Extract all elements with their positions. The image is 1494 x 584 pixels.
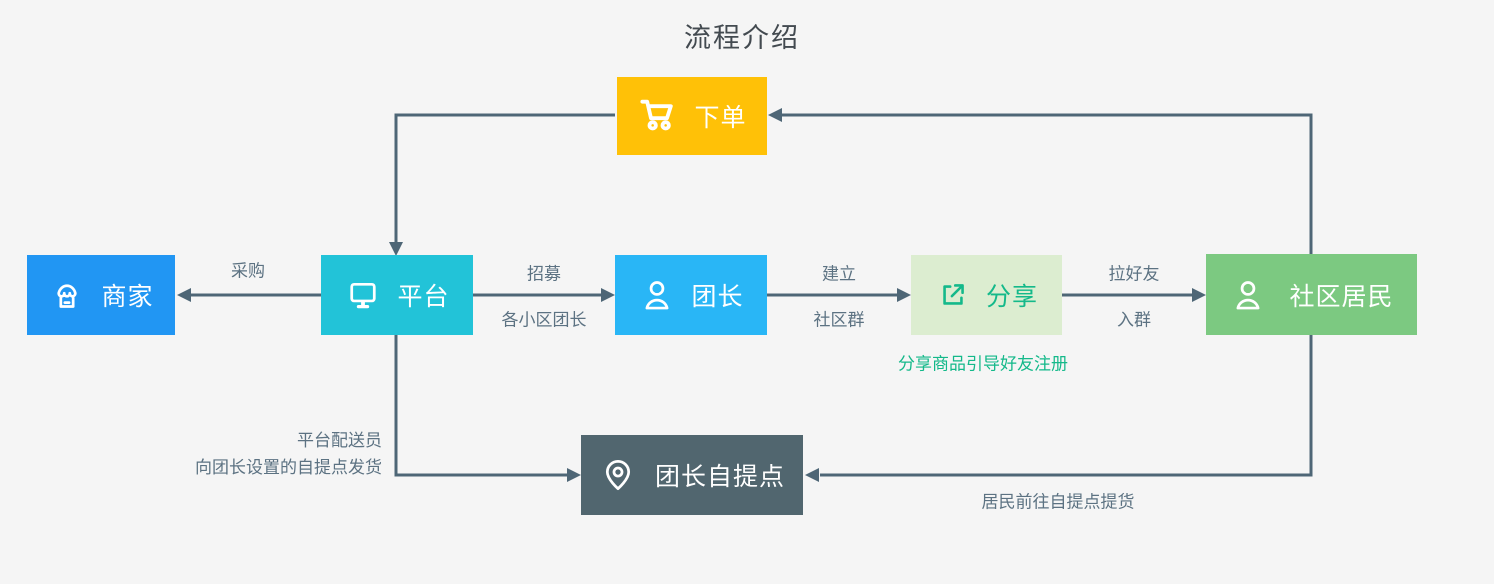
node-pickup: 团长自提点 [581, 435, 803, 515]
node-platform-label: 平台 [397, 283, 450, 311]
delivery-note: 平台配送员 向团长设置的自提点发货 [100, 427, 382, 481]
node-merchant-label: 商家 [101, 283, 154, 311]
share-note: 分享商品引导好友注册 [898, 354, 1068, 374]
edge-label-procure: 采购 [231, 261, 265, 281]
person-icon [638, 276, 676, 314]
person-icon [1229, 276, 1267, 314]
node-leader-label: 团长 [691, 283, 744, 311]
edge-label-recruit: 招募 [527, 264, 561, 284]
edge-label-establish-detail: 社区群 [813, 310, 865, 330]
node-merchant: 商家 [27, 255, 175, 335]
monitor-icon [344, 276, 382, 314]
node-residents: 社区居民 [1206, 254, 1417, 335]
node-platform: 平台 [321, 255, 473, 335]
node-leader: 团长 [615, 255, 767, 335]
delivery-note-line2: 向团长设置的自提点发货 [195, 458, 382, 477]
location-pin-icon [599, 456, 637, 494]
edge-label-invite: 拉好友 [1108, 264, 1160, 284]
cart-icon [637, 96, 679, 136]
delivery-note-line1: 平台配送员 [297, 431, 382, 450]
share-icon [935, 277, 971, 313]
page-title: 流程介绍 [684, 23, 800, 53]
pickup-note: 居民前往自提点提货 [981, 492, 1135, 512]
node-order: 下单 [617, 77, 767, 155]
edge-label-recruit-detail: 各小区团长 [501, 310, 587, 330]
shop-icon [48, 276, 86, 314]
node-share: 分享 [911, 255, 1062, 335]
node-share-label: 分享 [985, 283, 1038, 311]
edge-label-invite-detail: 入群 [1117, 310, 1151, 330]
node-order-label: 下单 [694, 104, 747, 132]
node-pickup-label: 团长自提点 [654, 463, 785, 491]
node-residents-label: 社区居民 [1289, 282, 1394, 311]
edge-label-establish: 建立 [822, 264, 856, 284]
